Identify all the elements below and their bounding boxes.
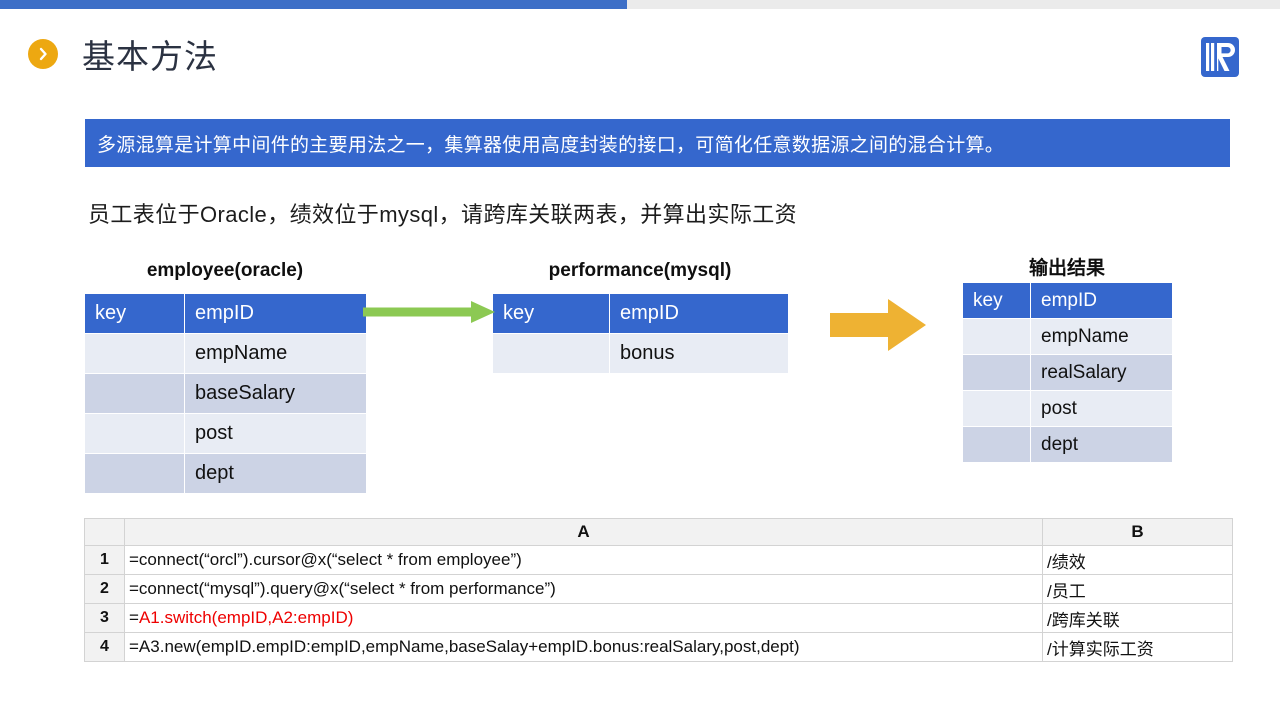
performance-field-1: bonus (609, 333, 789, 374)
employee-key-blank (84, 333, 185, 374)
raqsoft-logo-icon (1200, 36, 1240, 78)
grid-column-header-a[interactable]: A (124, 518, 1043, 546)
employee-field-empid: empID (184, 293, 367, 334)
grid-cell-a3[interactable]: =A1.switch(empID,A2:empID) (124, 603, 1043, 633)
grid-cell-a4[interactable]: =A3.new(empID.empID:empID,empName,baseSa… (124, 632, 1043, 662)
table-row: realSalary (962, 354, 1173, 391)
slide-header: 基本方法 (28, 30, 218, 78)
output-key-blank (962, 426, 1031, 463)
table-row: bonus (492, 333, 789, 374)
grid-row-number[interactable]: 4 (84, 632, 125, 662)
grid-corner-cell (84, 518, 125, 546)
performance-key-header: key (492, 293, 610, 334)
output-field-2: realSalary (1030, 354, 1173, 391)
table-row: key empID (962, 282, 1173, 319)
performance-table-title: performance(mysql) (548, 260, 732, 281)
employee-key-blank (84, 453, 185, 494)
grid-cell-b4[interactable]: /计算实际工资 (1042, 632, 1233, 662)
grid-cell-b1[interactable]: /绩效 (1042, 545, 1233, 575)
chevron-right-icon (28, 39, 58, 69)
grid-column-header-b[interactable]: B (1042, 518, 1233, 546)
grid-cell-a3-expression: A1.switch(empID,A2:empID) (138, 608, 354, 627)
grid-row-number[interactable]: 2 (84, 574, 125, 604)
table-row: dept (84, 453, 367, 494)
performance-key-blank (492, 333, 610, 374)
performance-schema-table: key empID bonus (492, 293, 789, 374)
output-table-title: 输出结果 (1028, 258, 1105, 279)
slide-progress-fill (0, 0, 628, 9)
employee-schema-table: key empID empName baseSalary post dept (84, 293, 367, 494)
grid-header-row: A B (84, 518, 1233, 546)
employee-key-blank (84, 413, 185, 454)
grid-cell-b2[interactable]: /员工 (1042, 574, 1233, 604)
output-key-header: key (962, 282, 1031, 319)
output-key-blank (962, 318, 1031, 355)
page-title: 基本方法 (82, 38, 218, 75)
table-row: post (84, 413, 367, 454)
table-row: 1 =connect(“orcl”).cursor@x(“select * fr… (84, 545, 1233, 575)
grid-cell-a2[interactable]: =connect(“mysql”).query@x(“select * from… (124, 574, 1043, 604)
performance-field-empid: empID (609, 293, 789, 334)
table-row: 3 =A1.switch(empID,A2:empID) /跨库关联 (84, 603, 1233, 633)
employee-key-header: key (84, 293, 185, 334)
script-grid[interactable]: A B 1 =connect(“orcl”).cursor@x(“select … (84, 518, 1233, 662)
table-row: post (962, 390, 1173, 427)
task-description: 员工表位于Oracle，绩效位于mysql，请跨库关联两表，并算出实际工资 (88, 202, 798, 227)
employee-field-1: empName (184, 333, 367, 374)
grid-row-number[interactable]: 3 (84, 603, 125, 633)
block-arrow-right-icon (830, 299, 926, 351)
grid-cell-a3-prefix: = (129, 608, 139, 627)
arrow-right-icon (363, 301, 495, 323)
output-schema-table: key empID empName realSalary post dept (962, 282, 1173, 463)
output-key-blank (962, 354, 1031, 391)
output-key-blank (962, 390, 1031, 427)
output-field-empid: empID (1030, 282, 1173, 319)
employee-table-title: employee(oracle) (146, 260, 304, 281)
employee-field-4: dept (184, 453, 367, 494)
table-row: empName (84, 333, 367, 374)
highlight-banner: 多源混算是计算中间件的主要用法之一，集算器使用高度封装的接口，可简化任意数据源之… (85, 119, 1230, 167)
table-row: key empID (84, 293, 367, 334)
table-row: empName (962, 318, 1173, 355)
table-row: baseSalary (84, 373, 367, 414)
grid-cell-a1[interactable]: =connect(“orcl”).cursor@x(“select * from… (124, 545, 1043, 575)
grid-cell-b3[interactable]: /跨库关联 (1042, 603, 1233, 633)
output-field-1: empName (1030, 318, 1173, 355)
table-row: 2 =connect(“mysql”).query@x(“select * fr… (84, 574, 1233, 604)
employee-field-3: post (184, 413, 367, 454)
employee-field-2: baseSalary (184, 373, 367, 414)
table-row: dept (962, 426, 1173, 463)
table-row: 4 =A3.new(empID.empID:empID,empName,base… (84, 632, 1233, 662)
slide-progress-track (0, 0, 1280, 9)
employee-key-blank (84, 373, 185, 414)
table-row: key empID (492, 293, 789, 334)
grid-row-number[interactable]: 1 (84, 545, 125, 575)
output-field-4: dept (1030, 426, 1173, 463)
output-field-3: post (1030, 390, 1173, 427)
